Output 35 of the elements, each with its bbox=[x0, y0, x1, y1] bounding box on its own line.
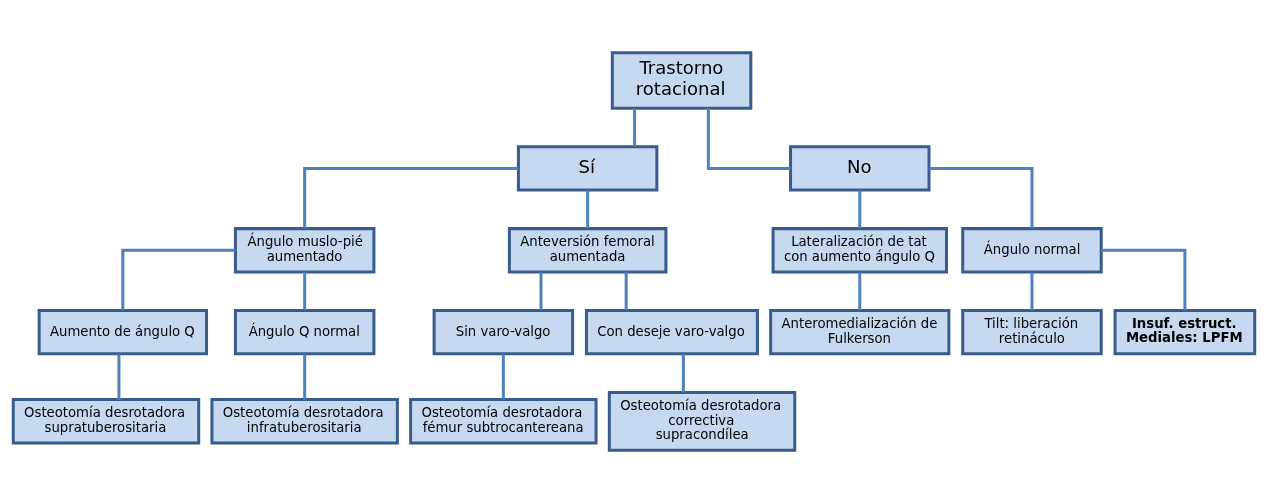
node-box: Osteotomía desrotadora supratuberositaria bbox=[11, 397, 201, 444]
node-box: Sí bbox=[516, 144, 659, 192]
connector bbox=[121, 248, 236, 310]
connector bbox=[1101, 248, 1187, 310]
connector bbox=[117, 353, 121, 399]
connector bbox=[303, 353, 307, 399]
connector bbox=[539, 271, 543, 310]
node-box: Sin varo-valgo bbox=[432, 308, 575, 355]
node-box: Aumento de ángulo Q bbox=[37, 308, 209, 355]
connector bbox=[929, 166, 1034, 228]
node-box: Ángulo muslo-pié aumentado bbox=[233, 226, 376, 273]
connector bbox=[303, 271, 307, 310]
node-box: Con deseje varo-valgo bbox=[584, 308, 759, 355]
node-box: Insuf. estruct. Mediales: LPFM bbox=[1113, 308, 1257, 355]
connector bbox=[681, 353, 685, 392]
node-box: Tilt: liberación retináculo bbox=[961, 308, 1103, 355]
node-box: Ángulo Q normal bbox=[233, 308, 376, 355]
connector bbox=[1030, 271, 1034, 310]
node-box: Ángulo normal bbox=[961, 226, 1103, 273]
connector bbox=[858, 271, 862, 310]
node-box: Osteotomía desrotadora fémur subtrocantereana bbox=[409, 397, 598, 444]
node-box: Anteversión femoral aumentada bbox=[507, 226, 668, 273]
node-box: Osteotomía desrotadora correctiva supracondílea bbox=[607, 390, 797, 452]
connector bbox=[501, 353, 505, 399]
node-box: No bbox=[789, 144, 931, 192]
node-box: Lateralización de tat con aumento ángulo Q bbox=[771, 226, 948, 273]
connector bbox=[706, 107, 791, 170]
connector bbox=[303, 166, 519, 228]
node-box: Anteromedialización de Fulkerson bbox=[769, 308, 951, 355]
connector bbox=[633, 107, 637, 146]
connector bbox=[858, 189, 862, 228]
node-box: Trastorno rotacional bbox=[610, 50, 753, 110]
connector bbox=[586, 189, 590, 228]
node-box: Osteotomía desrotadora infratuberositaria bbox=[210, 397, 399, 444]
connector bbox=[624, 271, 628, 310]
